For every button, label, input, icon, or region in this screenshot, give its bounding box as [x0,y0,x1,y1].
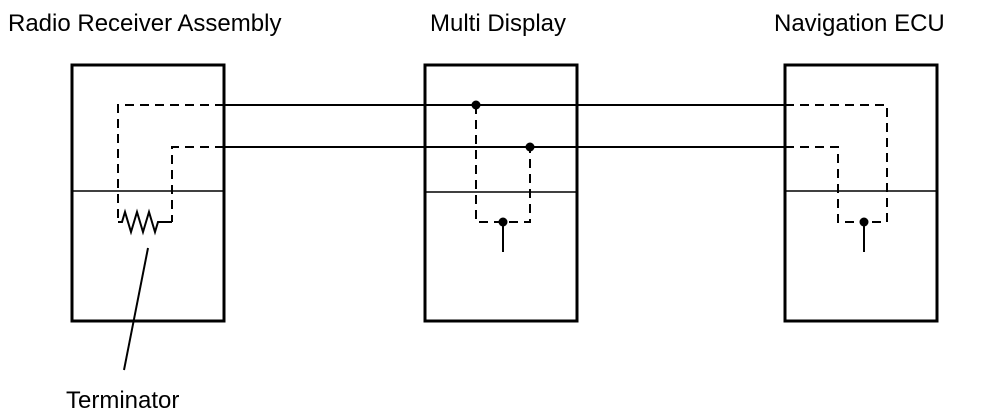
nav-outer-bus-trace [785,104,888,223]
multi-upper-junction [471,100,481,110]
radio-receiver-title: Radio Receiver Assembly [8,10,281,37]
terminator-leader-line [123,247,149,371]
radio-receiver-box [70,63,226,323]
radio-outer-bus-trace [117,104,224,222]
navigation-ecu-unit [783,63,939,323]
navigation-ecu-box [783,63,939,323]
radio-inner-bus-trace [171,146,224,222]
terminator-label: Terminator [66,387,179,414]
radio-receiver-unit [70,63,226,323]
nav-inner-bus-trace [785,146,864,223]
multi-lower-junction [525,142,535,152]
multi-display-title: Multi Display [430,10,566,37]
navigation-ecu-title: Navigation ECU [774,10,945,37]
multi-display-unit [423,63,579,323]
multi-internal-trace [475,105,531,223]
multi-display-box [423,63,579,323]
terminator-resistor [118,208,172,236]
